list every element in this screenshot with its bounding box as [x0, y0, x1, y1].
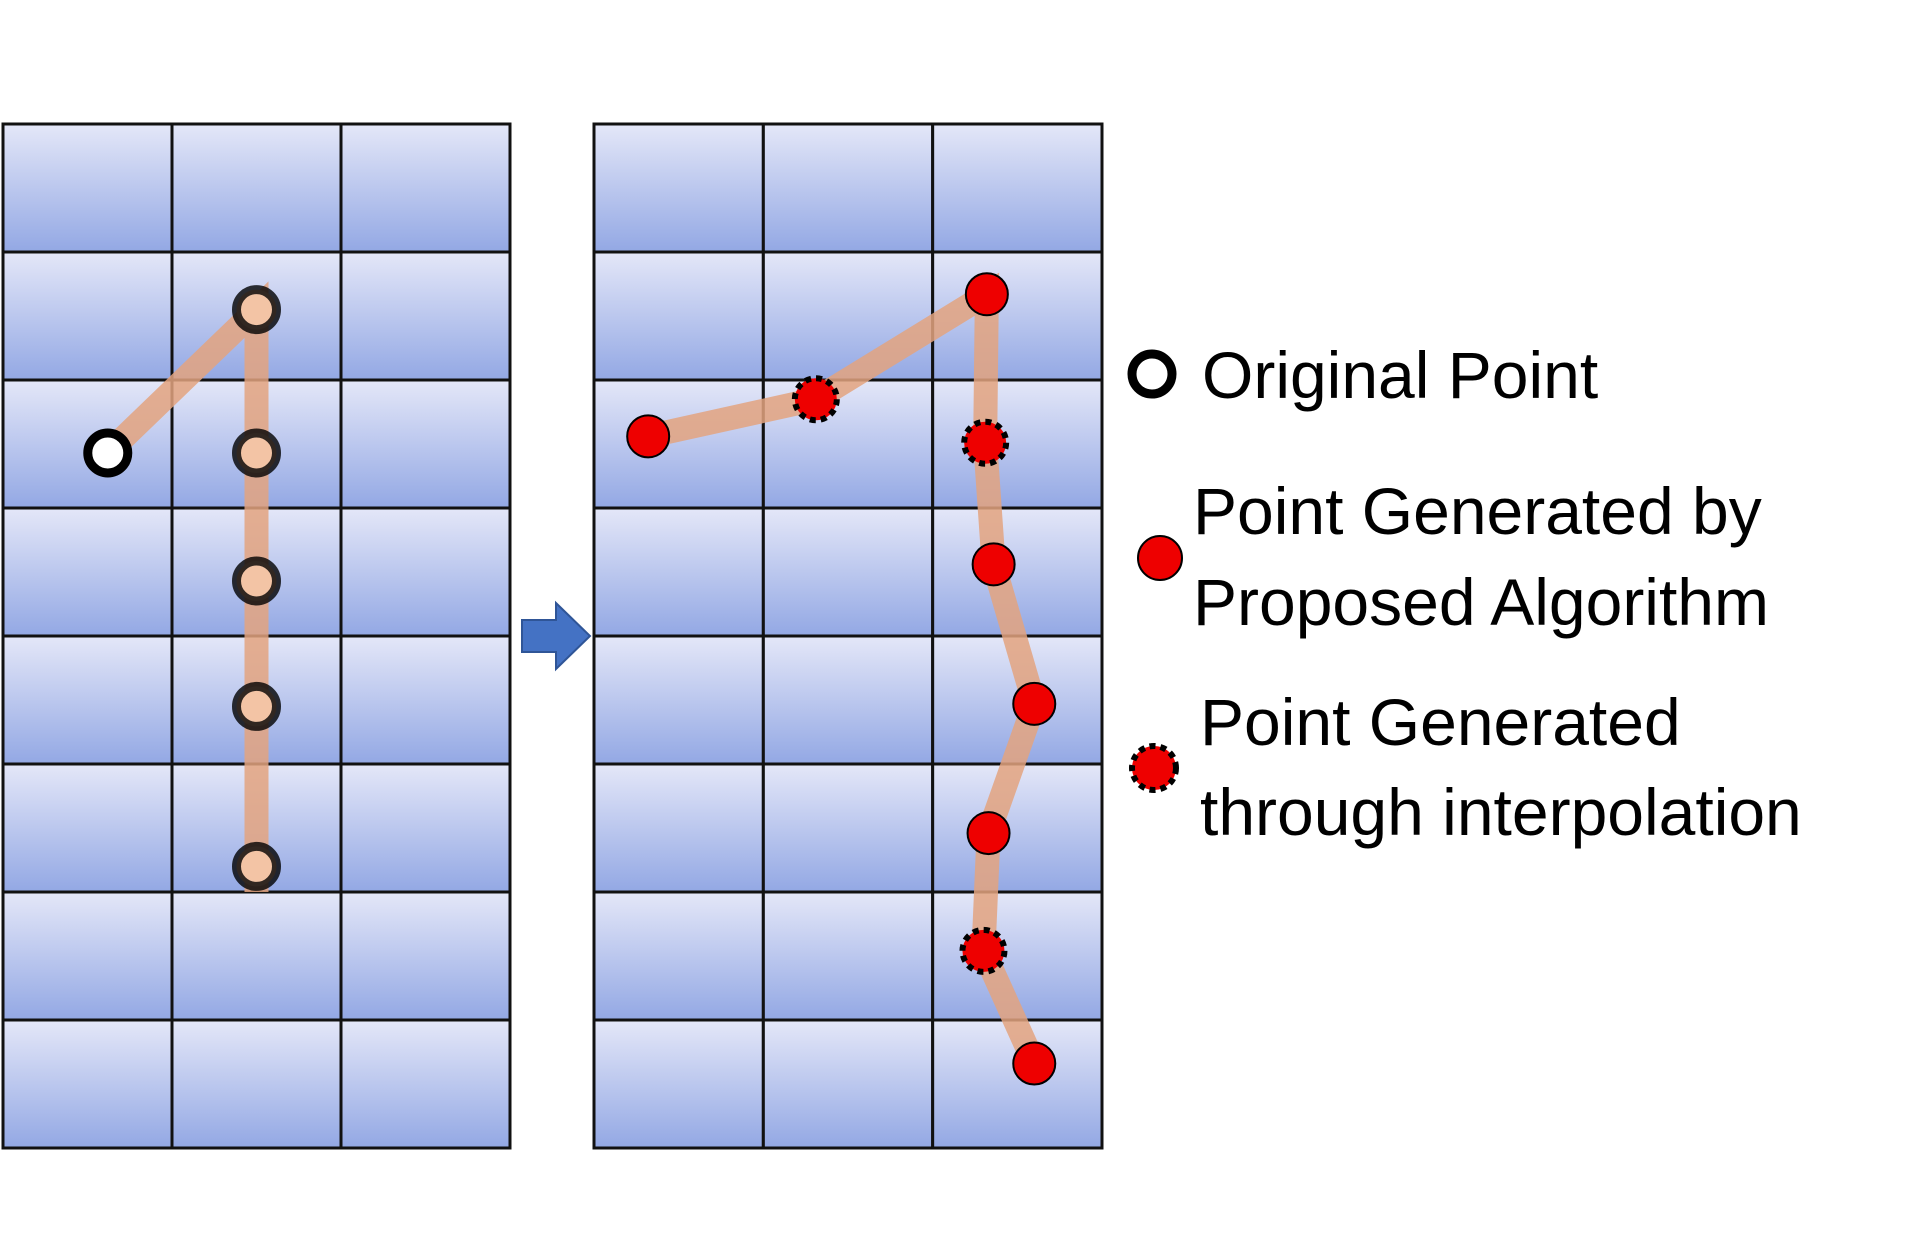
right-grid-cell — [931, 378, 1104, 510]
legend-interpolated-label-line2: through interpolation — [1200, 775, 1802, 849]
legend-generated-marker — [1137, 535, 1183, 581]
left-grid-cell — [170, 122, 343, 254]
right-generated-point — [626, 414, 671, 459]
legend-generated-label-line1: Point Generated by — [1193, 474, 1762, 548]
right-interpolated-point — [961, 418, 1010, 467]
right-grid-cell — [592, 890, 765, 1022]
left-grid-cell — [1, 890, 174, 1022]
right-grid-cell — [761, 762, 935, 894]
right-generated-point — [964, 272, 1009, 317]
left-grid-cell — [1, 1018, 174, 1150]
left-grid-cell — [339, 762, 512, 894]
left-grid-panel — [1, 122, 512, 1150]
left-grid-cell — [1, 634, 174, 766]
right-interpolated-point — [959, 926, 1008, 975]
left-grid-cell — [339, 506, 512, 638]
right-grid-cell — [592, 250, 765, 382]
right-generated-point — [1012, 681, 1057, 726]
left-grid-cell — [1, 506, 174, 638]
left-original-point — [232, 556, 281, 606]
right-grid-cell — [931, 122, 1104, 254]
left-grid-cell — [170, 1018, 343, 1150]
left-grid-cell — [1, 122, 174, 254]
right-grid-cell — [761, 122, 935, 254]
right-generated-point — [971, 542, 1016, 587]
right-grid-cell — [761, 890, 935, 1022]
left-grid-cell — [339, 634, 512, 766]
right-arrow-icon — [521, 600, 592, 672]
legend-original-label: Original Point — [1202, 338, 1598, 412]
right-grid-cell — [592, 1018, 765, 1150]
legend: Original Point Point Generated by Propos… — [1127, 338, 1802, 849]
right-grid-cell — [592, 506, 765, 638]
legend-interpolated-marker — [1129, 743, 1179, 793]
left-grid-cell — [339, 890, 512, 1022]
left-original-point — [83, 428, 133, 478]
left-grid-cell — [339, 1018, 512, 1150]
legend-generated-label-line2: Proposed Algorithm — [1193, 565, 1769, 639]
right-generated-point — [966, 811, 1011, 856]
right-grid-cell — [761, 250, 935, 382]
right-interpolated-point — [791, 375, 840, 424]
right-grid-cell — [761, 506, 935, 638]
right-grid-cell — [592, 762, 765, 894]
right-grid-cell — [592, 122, 765, 254]
left-grid-cell — [339, 378, 512, 510]
left-grid-cell — [339, 122, 512, 254]
right-generated-point — [1012, 1041, 1057, 1086]
right-grid-cell — [592, 634, 765, 766]
legend-original-marker — [1127, 349, 1177, 399]
left-original-point — [232, 285, 281, 335]
left-original-point — [232, 428, 281, 478]
legend-interpolated-label-line1: Point Generated — [1200, 685, 1681, 759]
right-grid-cell — [761, 1018, 935, 1150]
left-original-point — [232, 841, 281, 891]
right-grid-cell — [761, 634, 935, 766]
right-grid-panel — [592, 122, 1104, 1150]
left-grid-cell — [170, 890, 343, 1022]
left-grid-cell — [339, 250, 512, 382]
left-grid-cell — [1, 250, 174, 382]
right-grid-cell — [592, 378, 765, 510]
left-grid-cell — [1, 762, 174, 894]
left-original-point — [232, 681, 281, 731]
